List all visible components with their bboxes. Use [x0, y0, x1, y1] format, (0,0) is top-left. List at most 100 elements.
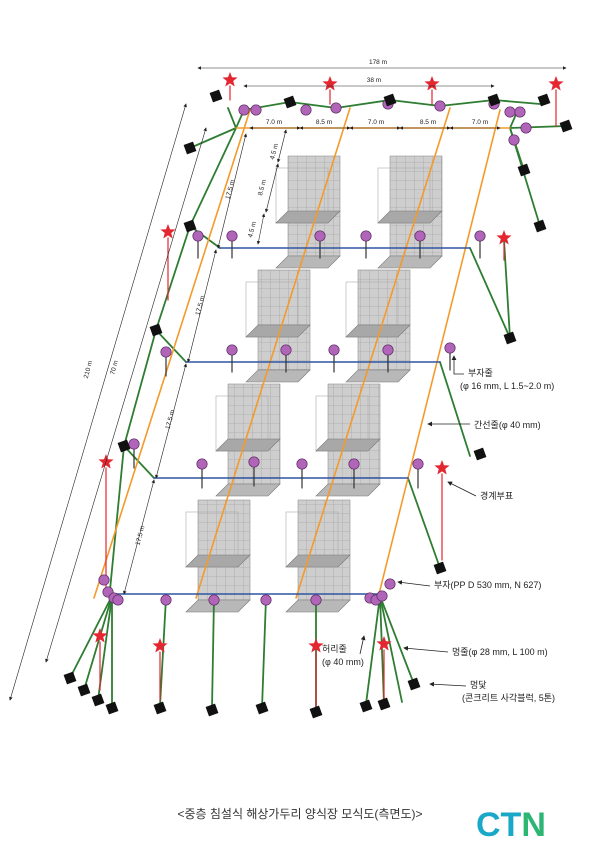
anchor-rope-9 [335, 99, 391, 109]
buoy-15 [414, 230, 426, 242]
buoy-20 [328, 344, 340, 356]
anchor-block-3 [487, 93, 501, 107]
leader-line-6 [429, 681, 467, 687]
anchor-rope-17 [503, 239, 511, 339]
buoy-28 [412, 458, 424, 470]
dim-inner-length: 70 m [109, 360, 120, 376]
label-anchor: 멍닻 [470, 679, 487, 690]
anchor-rope-12 [493, 99, 541, 105]
buoy-39 [376, 590, 388, 602]
anchor-block-15 [63, 671, 77, 685]
logo-letters-ct: CT [476, 806, 522, 844]
ctn-logo: CTN [476, 806, 546, 844]
buoy-29 [98, 574, 110, 586]
dimension-line-10 [186, 249, 218, 363]
buoy-1 [250, 104, 262, 116]
waist-lines [113, 247, 471, 595]
anchor-rope-10 [389, 99, 441, 107]
dimension-line-15 [256, 213, 266, 245]
boundary-buoy-star-5 [496, 230, 512, 245]
leader-line-5 [403, 645, 449, 653]
cage-floor-4 [215, 438, 281, 452]
anchor-block-22 [309, 705, 323, 719]
boundary-buoy-star-7 [434, 460, 450, 475]
buoy-3 [330, 102, 342, 114]
buoy-35 [260, 594, 272, 606]
anchor-block-25 [407, 677, 421, 691]
logo-letter-n: N [521, 806, 546, 844]
cage-net-0 [287, 155, 341, 257]
anchor-rope-20 [407, 477, 441, 569]
boundary-buoy-star-3 [548, 76, 564, 91]
cage-floor-5 [315, 438, 381, 452]
cage-bottom-2 [245, 369, 311, 383]
leader-line-0 [451, 355, 464, 375]
cage-floor-2 [245, 324, 311, 338]
anchor-rope-1 [227, 107, 237, 129]
anchor-rope-31 [379, 595, 403, 703]
anchor-rope-18 [469, 247, 511, 339]
anchor-block-6 [183, 141, 197, 155]
dimension-line-11 [155, 363, 187, 479]
boundary-buoy-star-10 [308, 638, 324, 653]
dim-spacing-3: 7.0 m [368, 119, 384, 126]
dimension-line-12 [123, 479, 155, 595]
cage-floor-7 [285, 554, 351, 568]
buoy-8 [514, 106, 526, 118]
buoy-34 [208, 594, 220, 606]
anchor-block-5 [559, 119, 573, 133]
buoy-0 [238, 104, 250, 116]
label-boundary-buoy: 경계부표 [480, 490, 513, 501]
buoy-14 [360, 230, 372, 242]
anchor-block-4 [537, 93, 551, 107]
dimension-line-14 [264, 163, 280, 213]
buoy-2 [300, 104, 312, 116]
dim-spacing-2: 8.5 m [316, 119, 332, 126]
boundary-buoy-star-0 [222, 72, 238, 87]
anchor-block-23 [359, 699, 373, 713]
label-buoy: 부자(PP D 530 mm, N 627) [434, 580, 541, 590]
anchor-rope-28 [365, 595, 381, 705]
buoy-13 [314, 230, 326, 242]
main-line-1 [195, 107, 351, 599]
anchor-rope-0 [189, 127, 237, 149]
anchor-block-2 [383, 93, 397, 107]
dim-overall-length: 210 m [83, 360, 94, 379]
boundary-buoy-star-9 [152, 638, 168, 653]
cage-net-7 [297, 499, 351, 601]
anchor-block-10 [503, 331, 517, 345]
anchor-block-14 [433, 561, 447, 575]
boundary-buoy-star-2 [424, 76, 440, 91]
leader-line-2 [447, 481, 477, 497]
buoy-40 [384, 578, 396, 590]
buoy-12 [192, 230, 204, 242]
buoy-19 [280, 344, 292, 356]
anchor-block-7 [517, 163, 531, 177]
anchor-rope-32 [159, 597, 167, 707]
dim-v-45-top: 4.5 m [269, 143, 280, 161]
dim-spacing-5: 7.0 m [472, 119, 488, 126]
anchor-block-0 [209, 89, 223, 103]
dimension-line-7 [9, 103, 187, 701]
anchor-rope-16 [109, 445, 125, 591]
anchor-block-17 [91, 693, 105, 707]
buoy-16 [474, 230, 486, 242]
label-waist-line-spec: (φ 40 mm) [322, 657, 364, 667]
label-anchor-line: 멍줄(φ 28 mm, L 100 m) [452, 647, 548, 657]
anchor-rope-29 [379, 595, 385, 705]
dim-v-45-bottom: 4.5 m [247, 221, 258, 239]
buoy-22 [444, 342, 456, 354]
dimension-line-9 [216, 133, 248, 249]
dim-section-2: 17.5 m [195, 295, 207, 316]
dimension-line-13 [276, 129, 288, 163]
label-main-line: 간선줄(φ 40 mm) [474, 420, 541, 430]
dim-inner-width: 38 m [367, 77, 381, 84]
main-line-3 [377, 109, 501, 599]
buoy-26 [296, 458, 308, 470]
dim-overall-width: 178 m [369, 59, 387, 66]
anchor-rope-34 [261, 597, 267, 709]
cage-floor-0 [275, 210, 341, 224]
buoy-21 [382, 344, 394, 356]
label-anchor-spec: (콘크리트 사각블럭, 5톤) [462, 692, 555, 703]
